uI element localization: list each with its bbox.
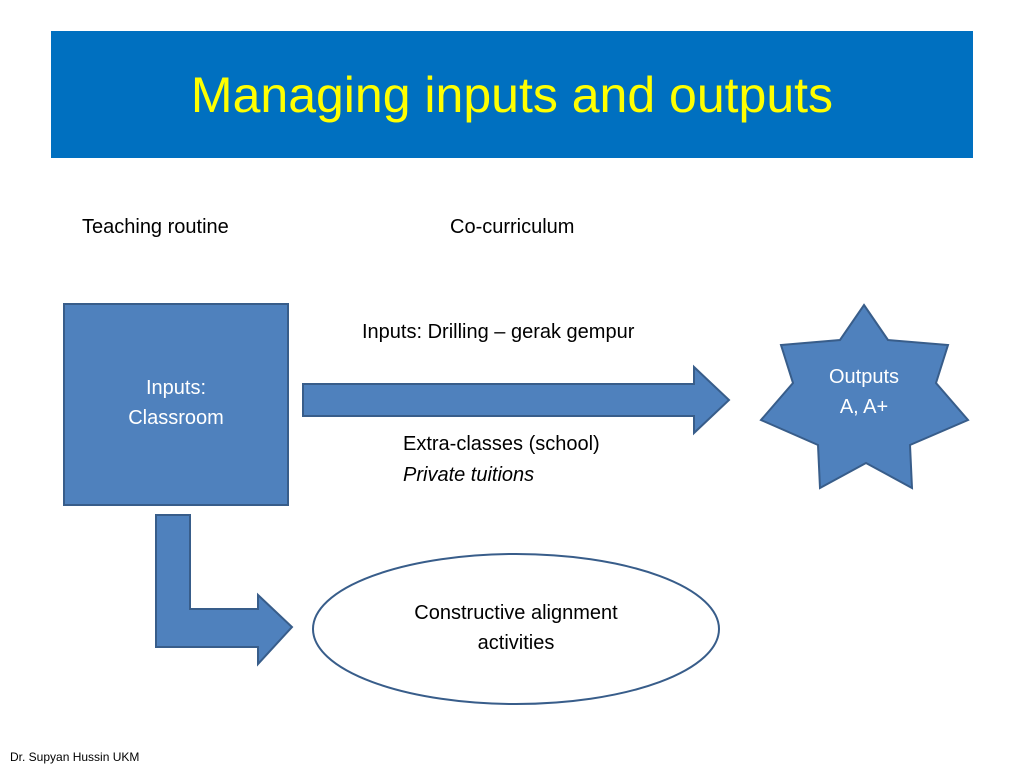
slide-title: Managing inputs and outputs xyxy=(190,66,834,123)
box-text-line2: Classroom xyxy=(128,407,224,429)
title-bar: Managing inputs and outputs xyxy=(51,31,973,158)
inputs-classroom-box xyxy=(63,303,289,506)
star-text-line2: A, A+ xyxy=(839,396,889,418)
teaching-routine-label: Teaching routine xyxy=(82,216,229,238)
footer-credit: Dr. Supyan Hussin UKM xyxy=(10,750,140,764)
ellipse-text: Constructive alignment activities xyxy=(346,598,686,658)
bent-arrow xyxy=(155,514,294,667)
star-text: Outputs A, A+ xyxy=(794,362,934,422)
right-arrow xyxy=(302,364,731,436)
constructive-alignment-ellipse xyxy=(312,553,720,705)
private-tuitions-label: Private tuitions xyxy=(403,464,535,486)
star-text-line1: Outputs xyxy=(828,366,900,388)
inputs-drilling-label: Inputs: Drilling – gerak gempur xyxy=(362,321,635,343)
co-curriculum-label: Co-curriculum xyxy=(450,216,575,238)
ellipse-text-line1: Constructive alignment xyxy=(414,602,618,624)
box-text-line1: Inputs: xyxy=(145,377,207,399)
outputs-star xyxy=(759,303,970,490)
box-text: Inputs: Classroom xyxy=(64,373,288,433)
ellipse-text-line2: activities xyxy=(477,632,555,654)
extra-classes-label: Extra-classes (school) xyxy=(403,433,600,455)
